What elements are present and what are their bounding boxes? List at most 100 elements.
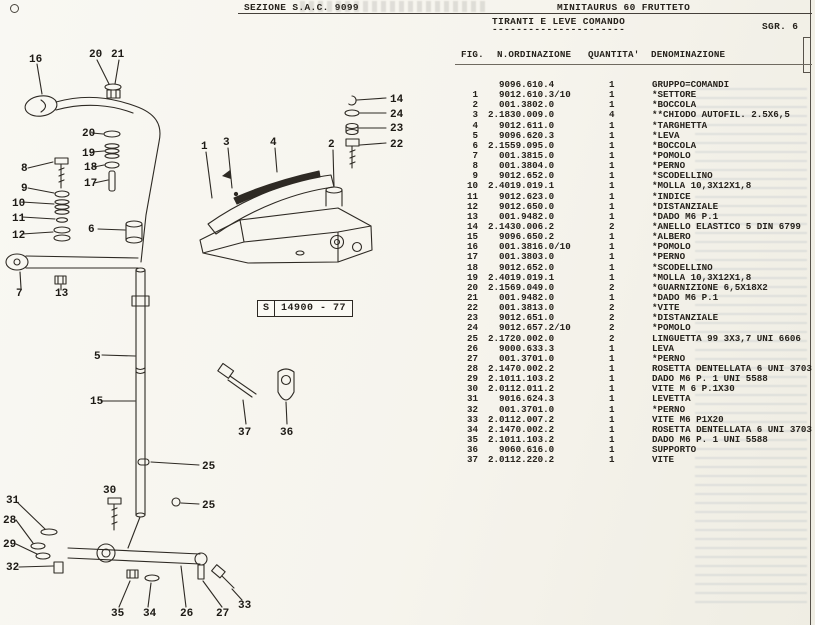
callout-20: 20 [82, 128, 95, 140]
table-row: 1 9012.610.3/10 1 *SETTORE [458, 89, 812, 101]
code-cell: 9012.610.3/10 [488, 89, 571, 101]
table-row: 10 2.4019.019.1 1 *MOLLA 10,3X12X1,8 [458, 181, 812, 191]
qty-cell: 1 [609, 79, 615, 90]
table-row: 24 9012.657.2/10 2 *POMOLO [458, 323, 812, 333]
bushing [97, 220, 143, 244]
callout-1: 1 [201, 141, 208, 153]
name-cell: *MOLLA 10,3X12X1,8 [652, 180, 752, 192]
fig-cell: 22 [466, 302, 478, 314]
fig-cell: 20 [466, 281, 478, 293]
hand-lever-knob [24, 63, 161, 263]
code-cell: 2.0112.011.2 [488, 383, 555, 395]
name-cell: *LEVA [652, 129, 680, 141]
qty-cell: 1 [609, 160, 615, 172]
table-row: 7 001.3815.0 1 *POMOLO [458, 149, 812, 161]
qty-cell: 1 [609, 170, 615, 182]
code-cell: 2.1011.103.2 [488, 433, 555, 445]
qty-cell: 1 [609, 393, 615, 405]
table-row: 9096.610.4 1 GRUPPO=COMANDI [458, 79, 812, 90]
table-row: 6 2.1559.095.0 1 *BOCCOLA [458, 139, 812, 151]
callout-11: 11 [12, 213, 26, 225]
callout-14: 14 [390, 94, 404, 106]
callout-23: 23 [390, 123, 404, 135]
fig-cell: 30 [466, 383, 478, 395]
header-rule [238, 13, 812, 14]
code-cell: 2.0112.220.2 [488, 454, 555, 466]
table-row: 14 2.1430.006.2 2 *ANELLO ELASTICO 5 DIN… [458, 221, 812, 232]
name-cell: ROSETTA DENTELLATA 6 UNI 3703 [652, 423, 812, 435]
code-cell: 001.3802.0 [488, 99, 555, 111]
code-cell: 001.9482.0 [488, 210, 555, 222]
code-cell: 2.1720.002.0 [488, 332, 555, 344]
callout-2: 2 [328, 139, 335, 151]
table-row: 26 9000.633.3 1 LEVA [458, 342, 812, 354]
callout-29: 29 [3, 539, 16, 551]
name-cell: *POMOLO [652, 241, 691, 253]
page-title: TIRANTI E LEVE COMANDO [492, 16, 626, 27]
name-cell: VITE [652, 454, 675, 466]
name-cell: *MOLLA 10,3X12X1,8 [652, 271, 752, 283]
qty-cell: 1 [609, 403, 615, 415]
name-cell: **CHIODO AUTOFIL. 2.5X6,5 [652, 109, 790, 121]
nut-washer-top [96, 59, 122, 99]
fig-cell: 36 [466, 444, 478, 456]
name-cell: *DADO M6 P.1 [652, 291, 719, 303]
name-cell: *PERNO [652, 160, 686, 172]
name-cell: *BOCCOLA [652, 99, 697, 111]
callout-10: 10 [12, 198, 25, 210]
name-cell: *SETTORE [652, 89, 697, 101]
fig-cell: 10 [466, 180, 478, 192]
table-row: 36 9060.616.0 1 SUPPORTO [458, 444, 812, 456]
name-cell: SUPPORTO [652, 444, 697, 456]
exploded-parts-diagram: 1620211424232213428201918917101161271351… [3, 49, 404, 620]
qty-cell: 1 [609, 200, 615, 212]
code-cell: 2.1470.002.2 [488, 362, 555, 374]
callout-27: 27 [216, 608, 229, 620]
name-cell: LEVA [652, 342, 675, 354]
callout-15: 15 [90, 396, 104, 408]
table-row: 29 2.1011.103.2 1 DADO M6 P. 1 UNI 5588 [458, 373, 812, 385]
code-cell: 2.1830.009.0 [488, 109, 555, 121]
qty-cell: 2 [609, 312, 615, 324]
table-row: 21 001.9482.0 1 *DADO M6 P.1 [458, 291, 812, 303]
fig-cell: 13 [466, 210, 478, 222]
callout-37: 37 [238, 427, 251, 439]
fig-cell: 37 [466, 454, 478, 466]
fig-cell: 29 [466, 373, 478, 385]
table-row: 23 9012.651.0 2 *DISTANZIALE [458, 313, 812, 323]
qty-cell: 2 [609, 322, 615, 334]
fig-cell: 26 [466, 342, 478, 354]
qty-cell: 1 [609, 180, 615, 192]
name-cell: *VITE [652, 302, 680, 314]
callout-26: 26 [180, 608, 193, 620]
table-row: 19 2.4019.019.1 1 *MOLLA 10,3X12X1,8 [458, 271, 812, 283]
name-column-header: DENOMINAZIONE [651, 49, 726, 60]
code-cell: 2.1569.049.0 [488, 281, 555, 293]
callout-28: 28 [3, 515, 17, 527]
order-column-header: N.ORDINAZIONE [497, 49, 572, 60]
qty-cell: 1 [609, 129, 615, 141]
table-row: 11 9012.623.0 1 *INDICE [458, 191, 812, 202]
code-cell: 2.1470.002.2 [488, 423, 555, 435]
fig-cell: 35 [466, 433, 478, 445]
code-cell: 2.4019.019.1 [488, 271, 555, 283]
fig-cell: 5 [472, 129, 478, 141]
qty-cell: 1 [609, 352, 615, 364]
table-row: 27 001.3701.0 1 *PERNO [458, 352, 812, 364]
code-cell: 9012.611.0 [488, 119, 555, 131]
name-cell: *DISTANZIALE [652, 312, 719, 324]
qty-cell: 1 [609, 231, 615, 243]
callout-18: 18 [84, 162, 98, 174]
table-row: 31 9016.624.3 1 LEVETTA [458, 394, 812, 404]
drawing-number-plate: S 14900 - 77 [257, 300, 354, 317]
table-row: 18 9012.652.0 1 *SCODELLINO [458, 262, 812, 273]
qty-cell: 1 [609, 210, 615, 222]
name-cell: *PERNO [652, 352, 686, 364]
fig-cell: 34 [466, 423, 478, 435]
name-cell: *POMOLO [652, 149, 691, 161]
qty-cell: 1 [609, 139, 615, 151]
fig-column-header: FIG. [461, 49, 484, 60]
flat-lever-arm [5, 253, 139, 291]
table-row: 30 2.0112.011.2 1 VITE M 6 P.1X30 [458, 384, 812, 394]
